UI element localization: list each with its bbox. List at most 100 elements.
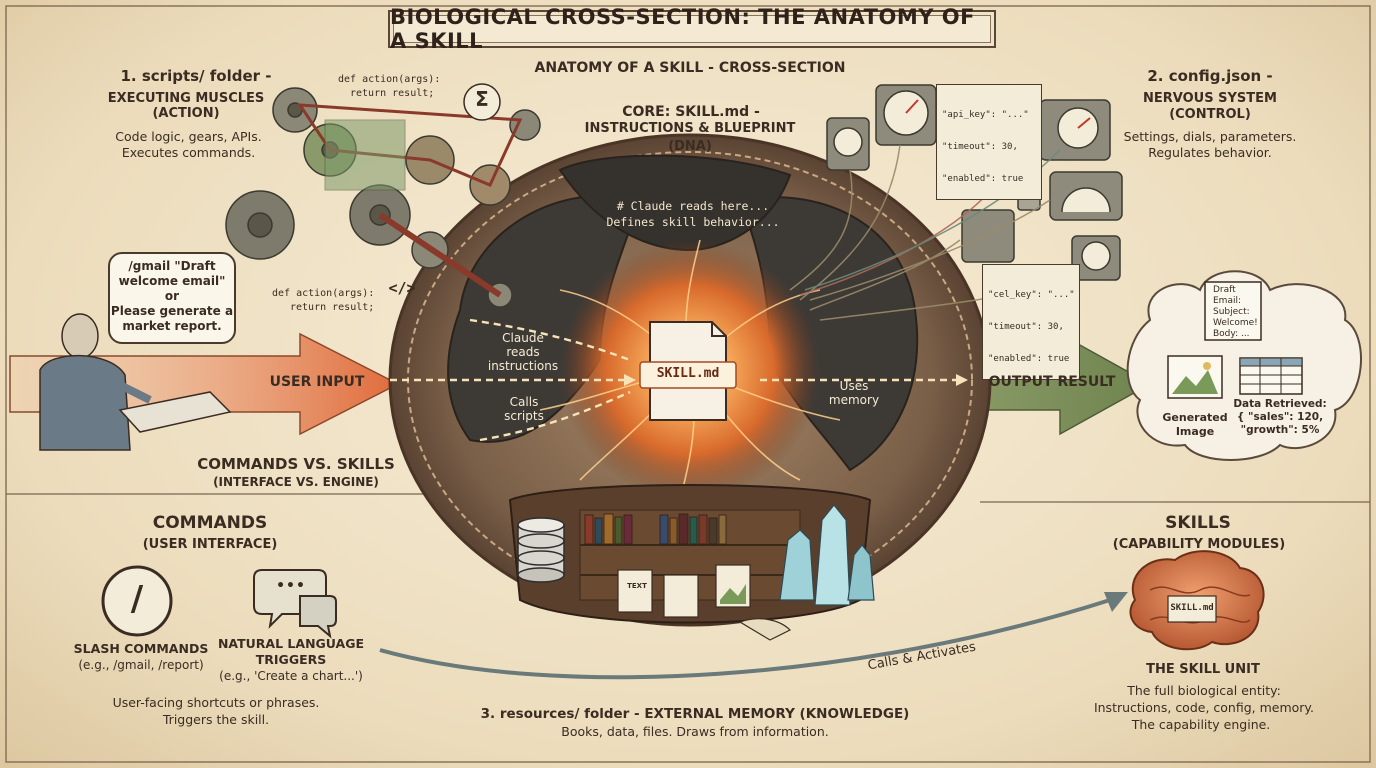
calls-activates-arrow xyxy=(379,598,1111,680)
user-figure-icon xyxy=(39,313,232,451)
data-retrieved-1: Data Retrieved: xyxy=(1233,398,1327,410)
user-speech-bubble: /gmail "Draft welcome email" or Please g… xyxy=(108,252,236,344)
table-icon xyxy=(1239,357,1303,395)
skill-unit-desc-3: The capability engine. xyxy=(1131,717,1271,732)
slash-commands-example: (e.g., /gmail, /report) xyxy=(78,658,204,672)
gear-machinery xyxy=(225,87,541,308)
email-line-5: Body: ... xyxy=(1213,329,1250,339)
bubble-line-5: market report. xyxy=(122,319,222,333)
data-retrieved-2: { "sales": 120, xyxy=(1236,411,1324,423)
database-icon xyxy=(517,517,565,583)
skills-heading: SKILLS xyxy=(1165,513,1231,533)
nl-triggers-label-2: TRIGGERS xyxy=(255,652,327,667)
image-label-1: Generated xyxy=(1162,411,1228,424)
core-heading-1: CORE: SKILL.md - xyxy=(622,104,760,120)
json-mid-line-3: "enabled": true xyxy=(988,354,1070,365)
email-doc-icon xyxy=(1204,281,1262,341)
json-top-line-1: "api_key": "..." xyxy=(942,109,1029,120)
config-heading: 2. config.json - xyxy=(1147,67,1273,85)
config-json-mid: "cel_key": "..." "timeout": 30, "enabled… xyxy=(982,264,1080,380)
config-subheading-2: (CONTROL) xyxy=(1169,107,1251,122)
flow-arrows xyxy=(390,318,960,442)
piston-arm xyxy=(378,212,502,298)
document-icons xyxy=(617,564,792,641)
bubble-line-1: /gmail "Draft xyxy=(128,259,216,273)
page-title: BIOLOGICAL CROSS-SECTION: THE ANATOMY OF… xyxy=(390,5,975,53)
core-comment-1: # Claude reads here... xyxy=(616,199,770,213)
config-json-top: "api_key": "..." "timeout": 30, "enabled… xyxy=(936,84,1042,200)
json-mid-line-1: "cel_key": "..." xyxy=(988,289,1075,300)
books xyxy=(584,513,727,545)
control-panels xyxy=(826,84,1123,281)
core-heading-3: (DNA) xyxy=(668,139,712,154)
code-top-line-1: def action(args): xyxy=(338,74,441,85)
output-result-label: OUTPUT RESULT xyxy=(988,374,1116,390)
outer-border xyxy=(5,5,1371,763)
sigma-icon: Σ xyxy=(475,87,489,111)
flow-arrowheads xyxy=(624,374,968,386)
data-retrieved-3: "growth": 5% xyxy=(1240,424,1320,436)
config-desc-1: Settings, dials, parameters. xyxy=(1123,129,1297,144)
image-label-2: Image xyxy=(1175,425,1215,438)
crystal-icons xyxy=(779,504,875,606)
slash-icon: / xyxy=(130,579,144,619)
json-top-line-3: "enabled": true xyxy=(942,174,1024,185)
chat-dots-icon: ••• xyxy=(276,578,306,594)
commands-vs-skills-subheading: (INTERFACE VS. ENGINE) xyxy=(213,475,379,489)
flow-uses-2: memory xyxy=(828,393,880,407)
bubble-line-3: or xyxy=(164,289,180,303)
skill-unit-title: THE SKILL UNIT xyxy=(1146,662,1260,677)
skill-unit-desc-1: The full biological entity: xyxy=(1127,683,1281,698)
core-file-label: SKILL.md xyxy=(656,366,720,381)
scripts-subheading: EXECUTING MUSCLES (ACTION) xyxy=(107,91,265,121)
scripts-desc-2: Executes commands. xyxy=(121,145,256,160)
image-icon xyxy=(1167,355,1223,399)
flow-claude-1: Claude xyxy=(502,331,544,345)
flow-claude-3: instructions xyxy=(487,359,559,373)
doc-text-label: TEXT xyxy=(627,582,647,590)
skill-unit-desc-2: Instructions, code, config, memory. xyxy=(1093,700,1315,715)
sigma-badge xyxy=(463,83,501,121)
skill-brain-icon xyxy=(1129,550,1265,651)
circuit-board xyxy=(324,119,406,191)
chat-bubble-icon xyxy=(253,569,337,639)
calls-activates-arrowhead xyxy=(1104,592,1128,612)
scripts-heading: 1. scripts/ folder - xyxy=(120,67,272,85)
flow-uses-1: Uses xyxy=(839,379,869,393)
bubble-line-2: welcome email" xyxy=(118,274,226,288)
commands-desc-1: User-facing shortcuts or phrases. xyxy=(112,695,320,710)
config-subheading-1: NERVOUS SYSTEM xyxy=(1143,91,1277,106)
cavity-top xyxy=(558,154,792,252)
slash-command-circle-icon xyxy=(101,565,173,637)
email-line-2: Email: xyxy=(1213,296,1242,306)
core-comment-2: Defines skill behavior... xyxy=(606,215,780,229)
bubble-line-4: Please generate a xyxy=(110,304,234,318)
commands-subheading: (USER INTERFACE) xyxy=(142,537,278,552)
email-line-4: Welcome! xyxy=(1213,318,1258,328)
code-top-line-2: return result; xyxy=(350,88,435,99)
json-top-line-2: "timeout": 30, xyxy=(942,141,1018,152)
json-mid-line-2: "timeout": 30, xyxy=(988,321,1064,332)
code-symbol-icon: </> xyxy=(388,279,416,297)
core-heading-2: INSTRUCTIONS & BLUEPRINT xyxy=(584,121,796,136)
skills-subheading: (CAPABILITY MODULES) xyxy=(1112,537,1286,552)
scripts-desc-1: Code logic, gears, APIs. xyxy=(115,129,262,144)
config-desc-2: Regulates behavior. xyxy=(1148,145,1272,160)
resources-heading: 3. resources/ folder - EXTERNAL MEMORY (… xyxy=(480,706,910,722)
slash-commands-label: SLASH COMMANDS xyxy=(73,641,209,656)
skill-md-file-icon xyxy=(639,321,737,421)
code-bottom-line-2: return result; xyxy=(290,302,375,313)
email-line-3: Subject: xyxy=(1213,307,1250,317)
subtitle: ANATOMY OF A SKILL - CROSS-SECTION xyxy=(534,60,846,76)
flow-calls-1: Calls xyxy=(509,395,539,409)
commands-heading: COMMANDS xyxy=(152,513,268,533)
resources-desc: Books, data, files. Draws from informati… xyxy=(561,724,829,739)
brain-skill-label: SKILL.md xyxy=(1170,603,1214,613)
user-input-label: USER INPUT xyxy=(269,374,365,390)
commands-vs-skills-heading: COMMANDS VS. SKILLS xyxy=(197,455,395,473)
nl-triggers-example: (e.g., 'Create a chart...') xyxy=(219,669,363,683)
email-line-1: Draft xyxy=(1213,285,1236,295)
nl-triggers-label-1: NATURAL LANGUAGE xyxy=(217,636,365,651)
